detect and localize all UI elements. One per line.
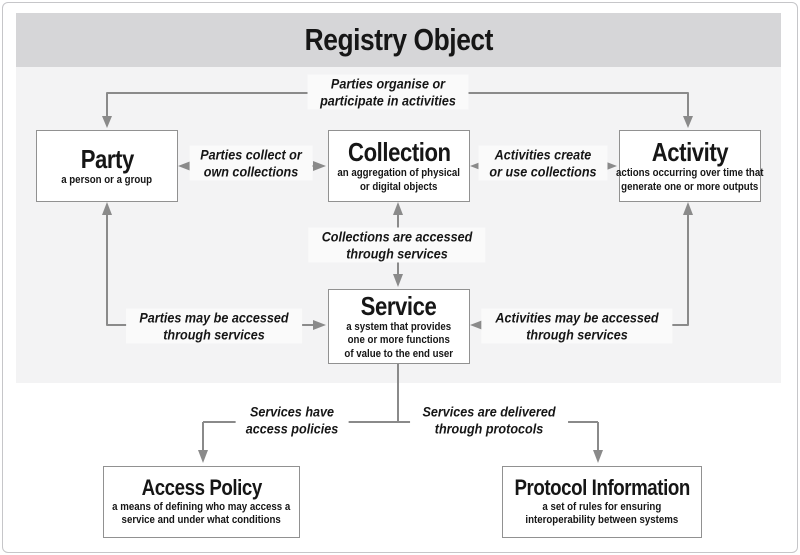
arrow-right-icon <box>313 320 326 330</box>
arrow-up-icon <box>393 202 403 215</box>
node-collection: Collection an aggregation of physical or… <box>328 130 470 202</box>
edge-label-organise: Parties organise or participate in activ… <box>307 74 469 110</box>
edge-service-split <box>198 362 603 463</box>
node-title: Access Policy <box>141 475 262 501</box>
edge-label-activities-accessed: Activities may be accessed through servi… <box>481 308 673 344</box>
node-protocol-information: Protocol Information a set of rules for … <box>502 466 702 538</box>
node-description: a person or a group <box>61 173 153 186</box>
node-party: Party a person or a group <box>36 130 178 202</box>
edge-label-parties-accessed: Parties may be accessed through services <box>126 308 302 344</box>
arrow-left-icon <box>178 161 191 171</box>
edge-label-collect: Parties collect or own collections <box>189 145 313 181</box>
arrow-left-icon <box>470 320 483 330</box>
node-description: a system that provides one or more funct… <box>344 320 454 360</box>
edge-label-protocols: Services are delivered through protocols <box>410 402 568 438</box>
arrow-up-icon <box>102 202 112 215</box>
arrow-down-icon <box>683 116 693 128</box>
arrow-up-icon <box>683 202 693 215</box>
edge-label-create: Activities create or use collections <box>478 145 608 181</box>
node-description: actions occurring over time that generat… <box>616 167 764 193</box>
arrow-right-icon <box>313 161 326 171</box>
node-description: a set of rules for ensuring interoperabi… <box>525 500 679 527</box>
node-title: Collection <box>347 137 451 168</box>
node-access-policy: Access Policy a means of defining who ma… <box>103 466 300 538</box>
edge-label-collections-accessed: Collections are accessed through service… <box>308 227 486 263</box>
node-description: an aggregation of physical or digital ob… <box>337 167 461 193</box>
arrow-down-icon <box>198 450 208 463</box>
arrow-down-icon <box>593 450 603 463</box>
arrow-down-icon <box>393 274 403 287</box>
node-description: a means of defining who may access a ser… <box>112 500 291 527</box>
node-service: Service a system that provides one or mo… <box>328 289 470 364</box>
diagram-header: Registry Object <box>16 13 781 67</box>
node-activity: Activity actions occurring over time tha… <box>616 130 764 202</box>
edge-label-access-policies: Services have access policies <box>235 402 349 438</box>
node-title: Party <box>80 143 134 174</box>
node-title: Service <box>361 290 437 321</box>
node-title: Activity <box>651 137 729 168</box>
arrow-down-icon <box>102 116 112 128</box>
page-title: Registry Object <box>304 22 493 57</box>
node-title: Protocol Information <box>514 475 690 501</box>
